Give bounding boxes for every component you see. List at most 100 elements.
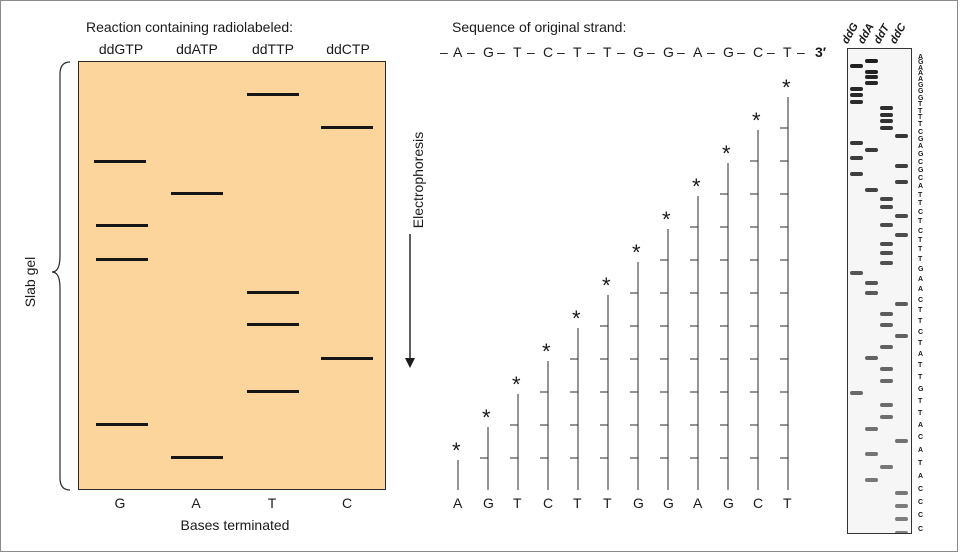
read-base: T xyxy=(918,121,923,129)
read-base: A xyxy=(918,143,924,151)
strand-dash: – xyxy=(467,44,475,60)
sequence-title: Sequence of original strand: xyxy=(452,19,627,35)
read-base: C xyxy=(918,209,924,217)
autorad-band xyxy=(895,517,908,522)
autorad-band xyxy=(865,477,878,482)
strand-base: A xyxy=(453,44,463,60)
gel-band xyxy=(171,456,223,459)
gel-band xyxy=(94,160,146,163)
autorad-band xyxy=(850,99,863,104)
autorad-band xyxy=(895,333,908,338)
read-base: T xyxy=(918,307,923,315)
gel-band xyxy=(171,192,223,195)
read-base: T xyxy=(918,218,923,226)
strand-dash: – xyxy=(767,44,775,60)
label-star: * xyxy=(782,75,791,100)
strand-base: T xyxy=(513,44,522,60)
terminated-base: C xyxy=(543,495,554,511)
lane-label-ddctp: ddCTP xyxy=(326,41,370,57)
autorad-band xyxy=(850,171,863,176)
gel-band xyxy=(247,291,299,294)
strand-dash: – xyxy=(647,44,655,60)
autorad-band xyxy=(880,223,893,228)
strand-dash: – xyxy=(497,44,505,60)
autorad-band xyxy=(865,81,878,86)
label-star: * xyxy=(632,240,641,265)
strand-dash: – xyxy=(707,44,715,60)
read-base: A xyxy=(918,76,924,84)
autorad-band xyxy=(865,281,878,286)
autorad-band xyxy=(880,414,893,419)
label-star: * xyxy=(602,273,611,298)
read-base: A xyxy=(918,446,924,454)
lane-label-ddgtp: ddGTP xyxy=(98,41,144,57)
strand-base: T xyxy=(603,44,612,60)
read-base: T xyxy=(918,317,923,325)
autorad-band xyxy=(880,105,893,110)
read-base: A xyxy=(918,54,924,61)
read-base: T xyxy=(918,362,923,370)
read-base: G xyxy=(918,59,924,67)
strand-end-label: 3′ xyxy=(815,44,827,60)
autorad-band xyxy=(850,140,863,145)
autorad-band xyxy=(850,64,863,69)
label-star: * xyxy=(512,372,521,397)
read-base: C xyxy=(918,128,924,136)
read-base: C xyxy=(918,526,924,533)
autorad-band xyxy=(880,344,893,349)
autorad-band xyxy=(850,270,863,275)
read-base: C xyxy=(918,485,924,493)
autorad-band xyxy=(865,188,878,193)
strand-dash: – xyxy=(617,44,625,60)
autorad-band xyxy=(895,490,908,495)
lane-label-ddttp: ddTTP xyxy=(251,41,294,57)
lane-base-a: A xyxy=(191,495,201,511)
label-star: * xyxy=(482,405,491,430)
terminated-base: G xyxy=(723,495,734,511)
autorad-band xyxy=(880,241,893,246)
read-base: C xyxy=(918,498,924,506)
strand-base: G xyxy=(483,44,494,60)
autorad-band xyxy=(865,356,878,361)
read-base: A xyxy=(918,472,924,480)
read-base: A xyxy=(918,183,924,191)
autorad-band xyxy=(880,378,893,383)
lane-label-ddatp: ddATP xyxy=(176,41,218,57)
autorad-band xyxy=(850,93,863,98)
read-base: G xyxy=(918,150,924,158)
autorad-band xyxy=(850,87,863,92)
strand-base: C xyxy=(543,44,554,60)
autorad-band xyxy=(865,69,878,74)
gel-band xyxy=(96,224,148,227)
terminated-base: G xyxy=(663,495,674,511)
read-base: A xyxy=(918,421,924,429)
terminated-base: G xyxy=(633,495,644,511)
gel-band xyxy=(96,258,148,261)
gel-band xyxy=(321,126,373,129)
gel-band xyxy=(247,390,299,393)
slab-gel xyxy=(78,61,386,490)
electrophoresis-arrow xyxy=(405,234,415,368)
label-star: * xyxy=(692,174,701,199)
autorad-band xyxy=(895,232,908,237)
read-base: T xyxy=(918,200,923,208)
read-base: G xyxy=(918,135,924,143)
read-base: T xyxy=(918,339,923,347)
autorad-band xyxy=(880,119,893,124)
read-base: A xyxy=(918,70,924,78)
read-base: T xyxy=(918,409,923,417)
read-base: G xyxy=(918,94,924,102)
read-base: T xyxy=(918,191,923,199)
label-star: * xyxy=(752,108,761,133)
read-base: T xyxy=(918,373,923,381)
autorad-band xyxy=(895,163,908,168)
autorad-band xyxy=(895,179,908,184)
slab-gel-brace xyxy=(51,61,71,491)
autorad-band xyxy=(865,291,878,296)
autorad-band xyxy=(865,451,878,456)
lane-base-c: C xyxy=(341,495,353,511)
read-base: G xyxy=(918,166,924,174)
terminated-base: T xyxy=(603,495,612,511)
strand-dash: – xyxy=(797,44,805,60)
autorad-band xyxy=(880,205,893,210)
